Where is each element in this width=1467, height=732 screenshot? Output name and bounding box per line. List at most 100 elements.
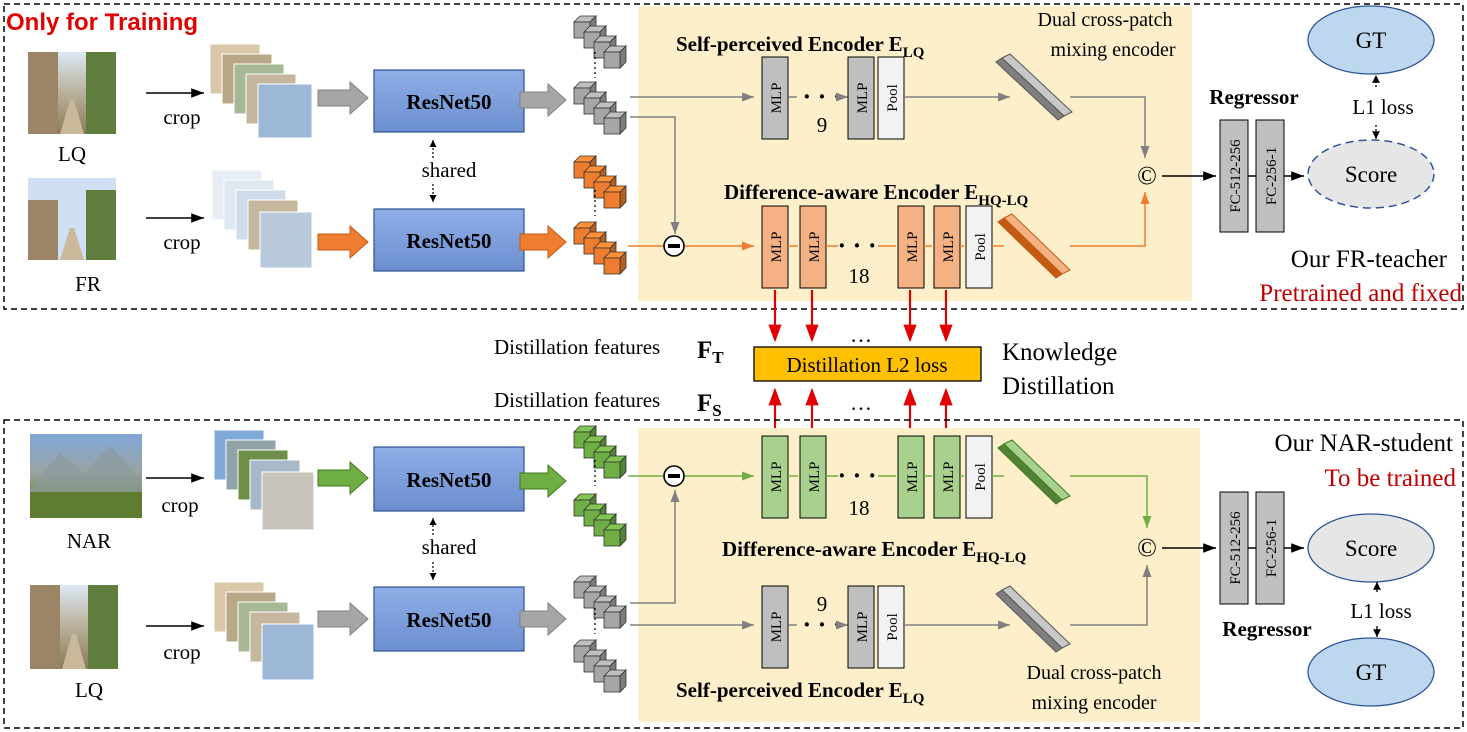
dual-mixing-label-teacher: Dual cross-patch <box>1038 9 1173 31</box>
mlp-block: MLP <box>761 205 789 289</box>
gray-flow-line <box>630 116 680 234</box>
mlp-block: MLP <box>799 435 827 519</box>
feature-cube <box>603 111 627 135</box>
l1-loss-label: L1 loss <box>1352 95 1413 119</box>
gray-feature-cubes <box>573 575 627 629</box>
ft-symbol: FT <box>697 337 724 367</box>
mlp-label: MLP <box>769 462 785 493</box>
pool-block <box>877 585 905 669</box>
distill-features-s: Distillation features <box>494 388 660 412</box>
resnet50-label: ResNet50 <box>406 90 491 114</box>
green-feature-cubes <box>573 493 627 547</box>
mlp-block: MLP <box>897 435 925 519</box>
ellipsis-dots: · · · <box>802 610 841 639</box>
feature-cube <box>603 45 627 69</box>
orange-arrow <box>317 224 369 260</box>
score-node <box>1307 513 1435 583</box>
dual-mixing-label-student: Dual cross-patch <box>1027 662 1162 684</box>
kd-label: Knowledge <box>1002 339 1117 366</box>
gt-label: GT <box>1356 660 1387 685</box>
nar-patch-stack <box>213 429 315 531</box>
fc-label: FC-512-256 <box>1228 511 1244 585</box>
orange-feature-cubes <box>573 155 627 209</box>
pool-label: Pool <box>885 84 901 112</box>
mlp-label: MLP <box>807 462 823 493</box>
mlp-count: 18 <box>849 496 870 520</box>
resnet50-label: ResNet50 <box>406 468 491 492</box>
fc-label: FC-256-1 <box>1264 519 1280 577</box>
green-arrow <box>317 460 369 496</box>
distillation-loss-label: Distillation L2 loss <box>786 353 947 377</box>
lq-patch-stack-student <box>213 581 315 681</box>
orange-arrow <box>519 224 567 260</box>
shared-label: shared <box>422 535 477 559</box>
gray-feature-cubes <box>573 639 627 693</box>
dual-mixing-label-student: mixing encoder <box>1032 692 1157 714</box>
fc-label: FC-512-256 <box>1228 139 1244 213</box>
gray-feature-cubes <box>573 81 627 135</box>
resnet50-label: ResNet50 <box>406 229 491 253</box>
training-tag: Only for Training <box>6 9 198 36</box>
distillation-loss-box <box>753 346 982 382</box>
fr-patch-stack <box>211 169 313 269</box>
gt-node <box>1307 637 1435 707</box>
score-label: Score <box>1345 162 1397 187</box>
mlp-count: 9 <box>817 113 828 137</box>
lq-label-student: LQ <box>75 678 103 702</box>
green-feature-cubes <box>573 425 627 479</box>
nar-label: NAR <box>67 529 111 553</box>
mlp-block: MLP <box>761 435 789 519</box>
concat-icon: © <box>1137 533 1157 562</box>
gt-node <box>1307 5 1435 75</box>
mlp-block: MLP <box>897 205 925 289</box>
student-name: Our NAR-student <box>1275 430 1454 457</box>
regressor-label: Regressor <box>1209 85 1298 109</box>
diff-encoder-title-teacher: Difference-aware Encoder EHQ-LQ <box>724 180 1029 209</box>
pool-block <box>965 205 993 289</box>
mlp-block <box>761 56 789 140</box>
mlp-block: MLP <box>933 435 961 519</box>
mlp-label: MLP <box>941 462 957 493</box>
gray-arrow <box>317 601 369 637</box>
mlp-block: MLP <box>799 205 827 289</box>
student-panel-border <box>3 419 1464 729</box>
lq-image-student <box>30 585 118 669</box>
mlp-label: MLP <box>905 462 921 493</box>
distill-features-t: Distillation features <box>494 335 660 359</box>
fc-block <box>1255 119 1285 233</box>
gray-arrow <box>317 80 369 116</box>
pool-label: Pool <box>973 233 989 261</box>
kd-label: Distillation <box>1002 373 1115 400</box>
student-status: To be trained <box>1324 465 1456 492</box>
mlp-count: 18 <box>849 264 870 288</box>
crop-label: crop <box>163 105 200 129</box>
score-node <box>1307 139 1435 209</box>
feature-cube <box>603 185 627 209</box>
self-encoder-title-teacher: Self-perceived Encoder ELQ <box>676 32 925 61</box>
lq-patch-stack-teacher <box>209 43 313 139</box>
mlp-label: MLP <box>769 612 785 643</box>
mlp-label: MLP <box>807 232 823 263</box>
feature-cube <box>603 669 627 693</box>
fr-image <box>28 178 116 260</box>
mlp-label: MLP <box>855 612 871 643</box>
concat-icon: © <box>1137 161 1157 190</box>
pool-block <box>877 56 905 140</box>
fc-label: FC-256-1 <box>1264 147 1280 205</box>
mlp-label: MLP <box>769 83 785 114</box>
green-arrow <box>519 463 567 499</box>
lq-image-teacher <box>28 52 116 134</box>
resnet50-block <box>373 208 525 272</box>
ellipsis-dots: · · · <box>802 82 841 111</box>
distill-dots: … <box>850 322 872 347</box>
diff-encoder-title-student: Difference-aware Encoder EHQ-LQ <box>722 537 1027 566</box>
mlp-label: MLP <box>769 232 785 263</box>
fr-label: FR <box>75 272 101 296</box>
pool-label: Pool <box>885 613 901 641</box>
resnet50-label: ResNet50 <box>406 608 491 632</box>
mlp-block <box>847 56 875 140</box>
shared-label: shared <box>422 158 477 182</box>
teacher-status: Pretrained and fixed <box>1259 280 1462 307</box>
feature-cube <box>603 455 627 479</box>
